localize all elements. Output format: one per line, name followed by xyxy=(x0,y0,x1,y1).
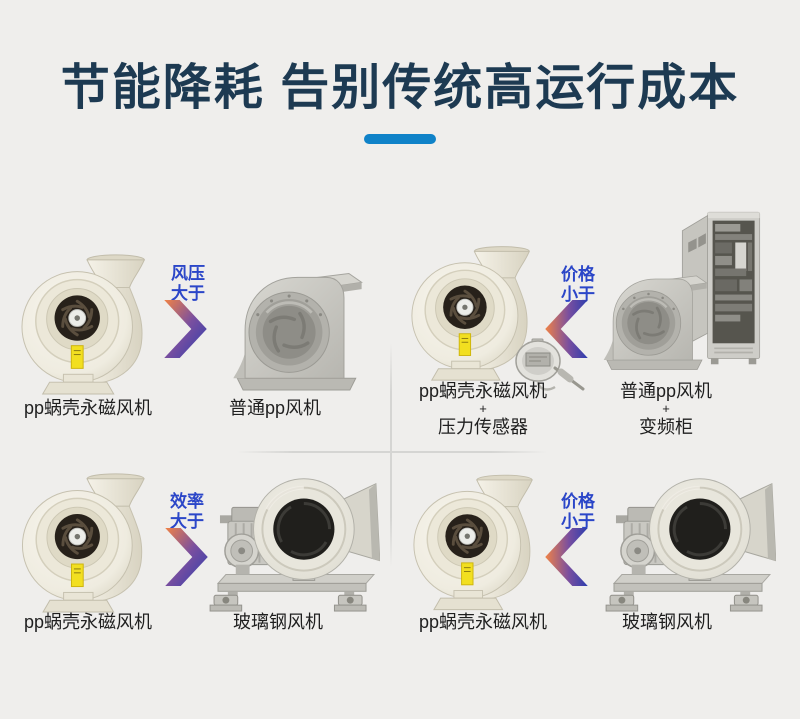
title-accent-bar xyxy=(364,134,436,144)
caption-pp-fan-plus-cabinet: 普通pp风机 + 变频柜 xyxy=(619,381,713,437)
relation-label-pressure: 风压 大于 xyxy=(171,264,205,303)
pp-volute-magnet-fan-image xyxy=(20,467,168,614)
relation-label-price-top: 价格 小于 xyxy=(561,265,595,304)
less-than-arrow-icon xyxy=(545,300,588,358)
caption-frp-fan: 玻璃钢风机 xyxy=(622,612,712,632)
caption-pp-fan-plus-sensor: pp蜗壳永磁风机 + 压力传感器 xyxy=(418,381,548,437)
caption-ordinary-pp-fan: 普通pp风机 xyxy=(228,398,322,418)
pp-volute-magnet-fan-image xyxy=(412,467,555,613)
caption-frp-fan: 玻璃钢风机 xyxy=(233,612,323,632)
horizontal-divider xyxy=(237,451,547,453)
caption-pp-volute-fan: pp蜗壳永磁风机 xyxy=(23,398,153,418)
caption-pp-volute-fan: pp蜗壳永磁风机 xyxy=(23,612,153,632)
page-title: 节能降耗 告别传统高运行成本 xyxy=(60,61,740,115)
vertical-divider xyxy=(390,343,392,567)
frp-fan-image xyxy=(602,464,776,614)
greater-than-arrow-icon xyxy=(164,300,207,358)
frp-fan-image xyxy=(206,464,380,614)
greater-than-arrow-icon xyxy=(165,528,208,586)
caption-pp-volute-fan: pp蜗壳永磁风机 xyxy=(418,612,548,632)
less-than-arrow-icon xyxy=(545,528,588,586)
relation-label-efficiency: 效率 大于 xyxy=(170,492,204,531)
relation-label-price-bottom: 价格 小于 xyxy=(561,492,595,531)
ordinary-pp-fan-image xyxy=(226,250,366,392)
